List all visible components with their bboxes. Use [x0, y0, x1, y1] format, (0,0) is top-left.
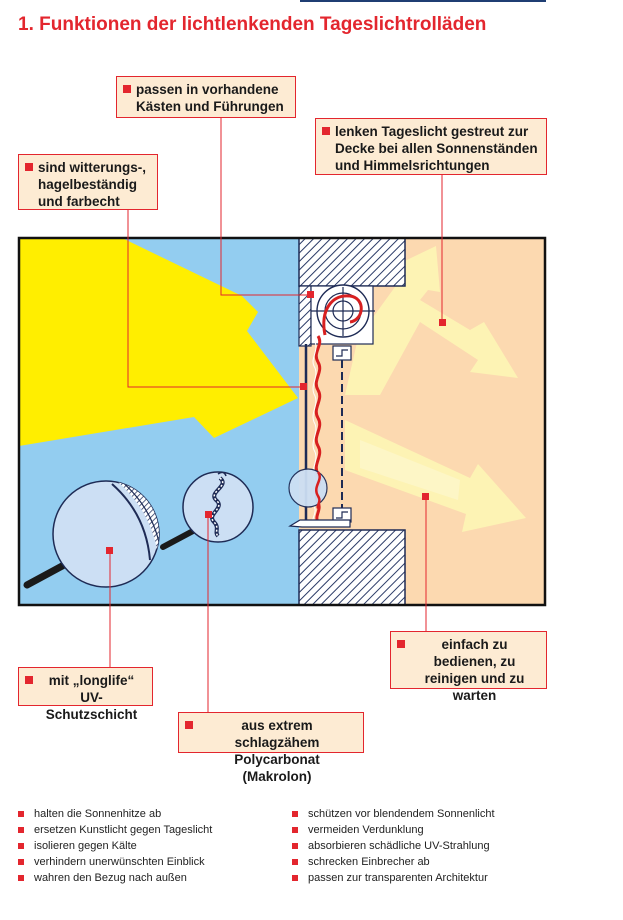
- list-item: halten die Sonnenhitze ab: [18, 806, 212, 822]
- sunlight-arrow: [19, 238, 298, 446]
- callout-longlife: mit „longlife“ UV-Schutzschicht: [18, 667, 153, 722]
- callout-bullet: [25, 676, 33, 684]
- callout-tageslicht: lenken Tageslicht gestreut zur Decke bei…: [315, 118, 547, 175]
- list-item: passen zur transparenten Architektur: [292, 870, 495, 886]
- marker-tageslicht: [439, 319, 446, 326]
- diagram-frame: [17, 236, 547, 607]
- leader-witterung: [127, 208, 303, 388]
- lower-wall: [298, 529, 406, 606]
- callout-witterung: sind witterungs-, hagelbeständig und far…: [18, 154, 158, 210]
- list-item: wahren den Bezug nach außen: [18, 870, 212, 886]
- window-sill: [288, 519, 351, 528]
- list-item: schützen vor blendendem Sonnenlicht: [292, 806, 495, 822]
- callout-bullet: [25, 163, 33, 171]
- callout-kaesten: passen in vorhandene Kästen und Führunge…: [116, 76, 296, 118]
- callout-bedienen: einfach zu bedienen, zu reinigen und zu …: [390, 631, 547, 703]
- marker-witterung: [300, 383, 307, 390]
- list-item: ersetzen Kunstlicht gegen Tageslicht: [18, 822, 212, 838]
- list-item: schrecken Einbrecher ab: [292, 854, 495, 870]
- upper-wall: [298, 237, 406, 287]
- benefits-list-right: schützen vor blendendem Sonnenlicht verm…: [292, 806, 495, 886]
- header-rule: [300, 0, 546, 2]
- lens-handle-left: [23, 561, 68, 589]
- list-item: absorbieren schädliche UV-Strahlung: [292, 838, 495, 854]
- lens-handle-mid: [160, 528, 196, 550]
- marker-kaesten: [307, 291, 314, 298]
- marker-longlife: [106, 547, 113, 554]
- callout-polycarbonat: aus extrem schlagzähem Polycarbonat (Mak…: [178, 712, 364, 784]
- callout-bullet: [185, 721, 193, 729]
- callout-bullet: [322, 127, 330, 135]
- callout-bullet: [123, 85, 131, 93]
- callout-bullet: [397, 640, 405, 648]
- rolled-lamellas: [322, 294, 363, 336]
- list-item: isolieren gegen Kälte: [18, 838, 212, 854]
- ceiling-light-arrow: [345, 246, 518, 395]
- page-title: 1. Funktionen der lichtlenkenden Tagesli…: [18, 14, 487, 35]
- magnifier-small: [288, 468, 328, 508]
- list-item: vermeiden Verdunklung: [292, 822, 495, 838]
- benefits-list-left: halten die Sonnenhitze ab ersetzen Kunst…: [18, 806, 212, 886]
- marker-bedienen: [422, 493, 429, 500]
- marker-polycarbonat: [205, 511, 212, 518]
- leader-kaesten: [220, 118, 311, 296]
- list-item: verhindern unerwünschten Einblick: [18, 854, 212, 870]
